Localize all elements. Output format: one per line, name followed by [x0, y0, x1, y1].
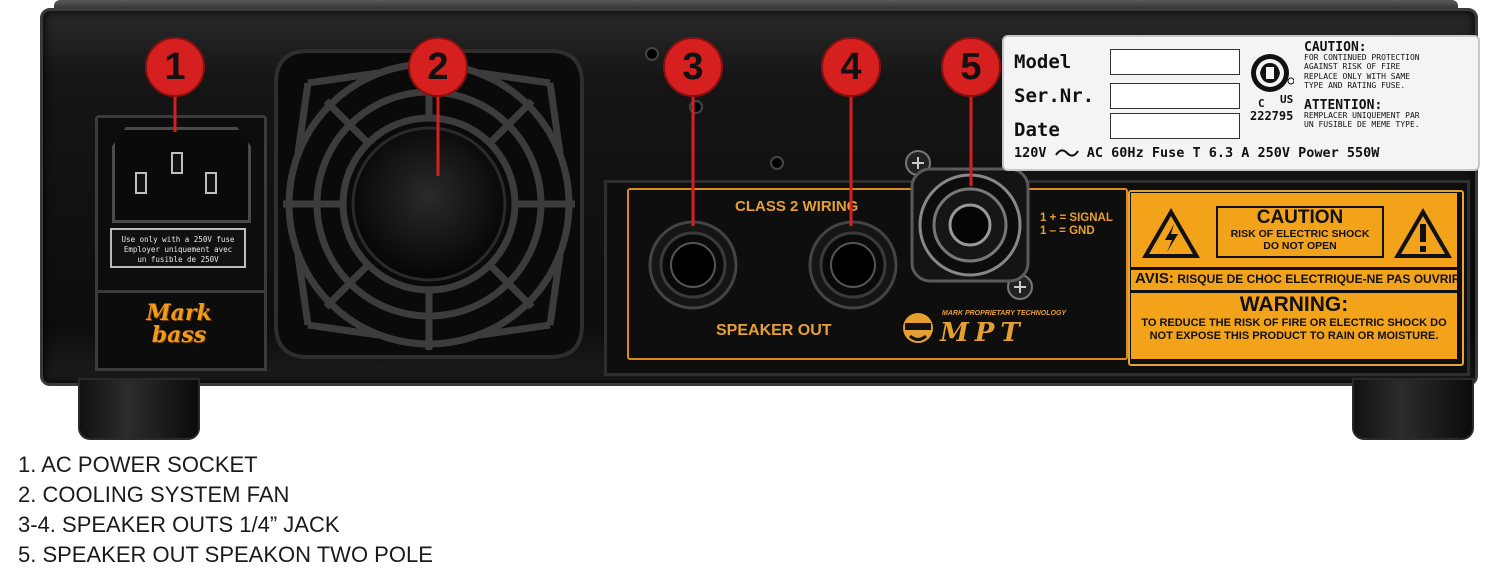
caution-sub-2: DO NOT OPEN: [1263, 240, 1337, 252]
mpt-subtitle: MARK PROPRIETARY TECHNOLOGY: [942, 310, 1067, 317]
caution-notice: CAUTION: FOR CONTINUED PROTECTION AGAINS…: [1304, 40, 1420, 91]
logo-box: [95, 290, 267, 371]
speaker-jack-2[interactable]: [808, 220, 898, 310]
speaker-jack-1[interactable]: [648, 220, 738, 310]
avis-label: AVIS:: [1135, 270, 1174, 287]
callout-5-number: 5: [960, 46, 981, 88]
signal-line: 1 + = SIGNAL: [1040, 212, 1113, 224]
rating-label-sticker: Model Ser.Nr. Date C US 222795 CAUTION: …: [1002, 35, 1480, 171]
mpt-title: MPT: [940, 318, 1026, 348]
ac-symbol-icon: [1054, 149, 1079, 157]
callout-5: 5: [940, 36, 1002, 186]
rating-details: AC 60Hz Fuse T 6.3 A 250V Power 550W: [1086, 145, 1380, 161]
markbass-logo: Mark bass: [108, 302, 250, 352]
callout-3-number: 3: [682, 46, 703, 88]
callout-2: 2: [407, 36, 469, 176]
right-foot: [1352, 378, 1474, 440]
caution-text: FOR CONTINUED PROTECTION AGAINST RISK OF…: [1304, 52, 1420, 91]
model-label: Model: [1014, 51, 1072, 73]
caution-title: CAUTION:: [1304, 40, 1367, 55]
speakon-connector[interactable]: [898, 145, 1058, 305]
callout-1: 1: [144, 36, 206, 132]
electric-shock-warning-icon: [1142, 208, 1200, 258]
caution-heading: CAUTION: [1256, 207, 1344, 228]
warning-block: WARNING: TO REDUCE THE RISK OF FIRE OR E…: [1131, 293, 1457, 359]
legend-item-1: 1. AC POWER SOCKET: [18, 452, 258, 477]
ground-line: 1 – = GND: [1040, 225, 1095, 237]
cooling-fan: [274, 49, 584, 359]
voltage: 120V: [1014, 145, 1047, 161]
callout-4: 4: [820, 36, 882, 226]
logo-line-2: bass: [151, 322, 207, 348]
logo-line-1: Mark: [146, 300, 212, 326]
attention-title: ATTENTION:: [1304, 98, 1383, 113]
screw-hole: [645, 47, 659, 61]
csa-c: C: [1258, 97, 1265, 110]
power-rating: 120V AC 60Hz Fuse T 6.3 A 250V Power 550…: [1014, 145, 1379, 161]
legend-item-5: 5. SPEAKER OUT SPEAKON TWO POLE: [18, 542, 433, 567]
socket-pin-right: [205, 172, 217, 194]
avis-line: AVIS: RISQUE DE CHOC ELECTRIQUE-NE PAS O…: [1131, 270, 1457, 290]
ac-power-socket: [112, 127, 251, 223]
avis-text: RISQUE DE CHOC ELECTRIQUE-NE PAS OUVRIR.: [1177, 272, 1457, 286]
csa-us: US: [1280, 93, 1294, 106]
csa-certification-icon: [1251, 54, 1294, 92]
csa-number: 222795: [1250, 109, 1294, 123]
speaker-out-label: SPEAKER OUT: [716, 322, 832, 339]
serial-label: Ser.Nr.: [1014, 85, 1095, 107]
attention-notice: ATTENTION: REMPLACER UNIQUEMENT PAR UN F…: [1304, 98, 1420, 130]
warning-line-1: TO REDUCE THE RISK OF FIRE OR ELECTRIC S…: [1141, 317, 1447, 329]
warning-heading: WARNING:: [1239, 293, 1349, 316]
mpt-face-icon: [903, 313, 933, 343]
screw-hole: [770, 156, 784, 170]
callout-4-number: 4: [840, 46, 861, 88]
warning-panel: [1128, 190, 1464, 366]
callout-2-number: 2: [427, 46, 448, 88]
date-label: Date: [1014, 119, 1060, 141]
left-foot: [78, 378, 200, 440]
class-2-wiring-label: CLASS 2 WIRING: [735, 198, 859, 215]
callout-1-number: 1: [164, 46, 185, 88]
speaker-output-outline: [627, 188, 1128, 360]
caution-sub-1: RISK OF ELECTRIC SHOCK: [1230, 228, 1370, 240]
warning-line-2: NOT EXPOSE THIS PRODUCT TO RAIN OR MOIST…: [1149, 330, 1439, 342]
attention-text: REMPLACER UNIQUEMENT PAR UN FUSIBLE DE M…: [1304, 110, 1420, 130]
legend-item-3-4: 3-4. SPEAKER OUTS 1/4” JACK: [18, 512, 340, 537]
fuse-note: Use only with a 250V fuse Employer uniqu…: [110, 228, 246, 268]
date-field: [1110, 113, 1240, 139]
exclamation-warning-icon: [1394, 208, 1452, 258]
legend-item-2: 2. COOLING SYSTEM FAN: [18, 482, 290, 507]
model-field: [1110, 49, 1240, 75]
signal-legend: 1 + = SIGNAL 1 – = GND: [1040, 212, 1113, 238]
component-legend: 1. AC POWER SOCKET 2. COOLING SYSTEM FAN…: [18, 450, 433, 570]
caution-block: CAUTION RISK OF ELECTRIC SHOCK DO NOT OP…: [1216, 206, 1384, 258]
socket-pin-left: [135, 172, 147, 194]
serial-field: [1110, 83, 1240, 109]
socket-pin-earth: [171, 152, 183, 174]
callout-3: 3: [662, 36, 724, 226]
